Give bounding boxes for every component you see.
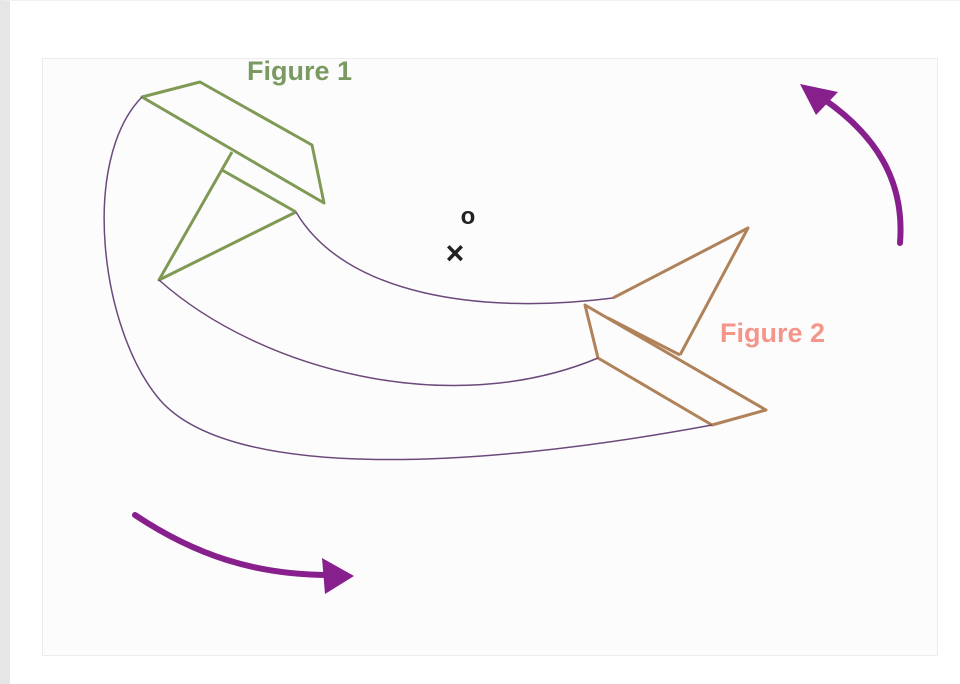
figure-2-label: Figure 2	[720, 318, 826, 348]
curved-arrow-up-icon	[800, 84, 904, 246]
diagram-panel	[42, 58, 938, 656]
center-cross-marker: ×	[446, 235, 465, 271]
curved-arrow-clockwise-icon	[132, 512, 354, 594]
rotation-paths	[103, 96, 713, 461]
figure-1-label: Figure 1	[247, 56, 353, 86]
figure-1-shape	[140, 80, 326, 282]
center-circle-marker: o	[461, 203, 476, 230]
